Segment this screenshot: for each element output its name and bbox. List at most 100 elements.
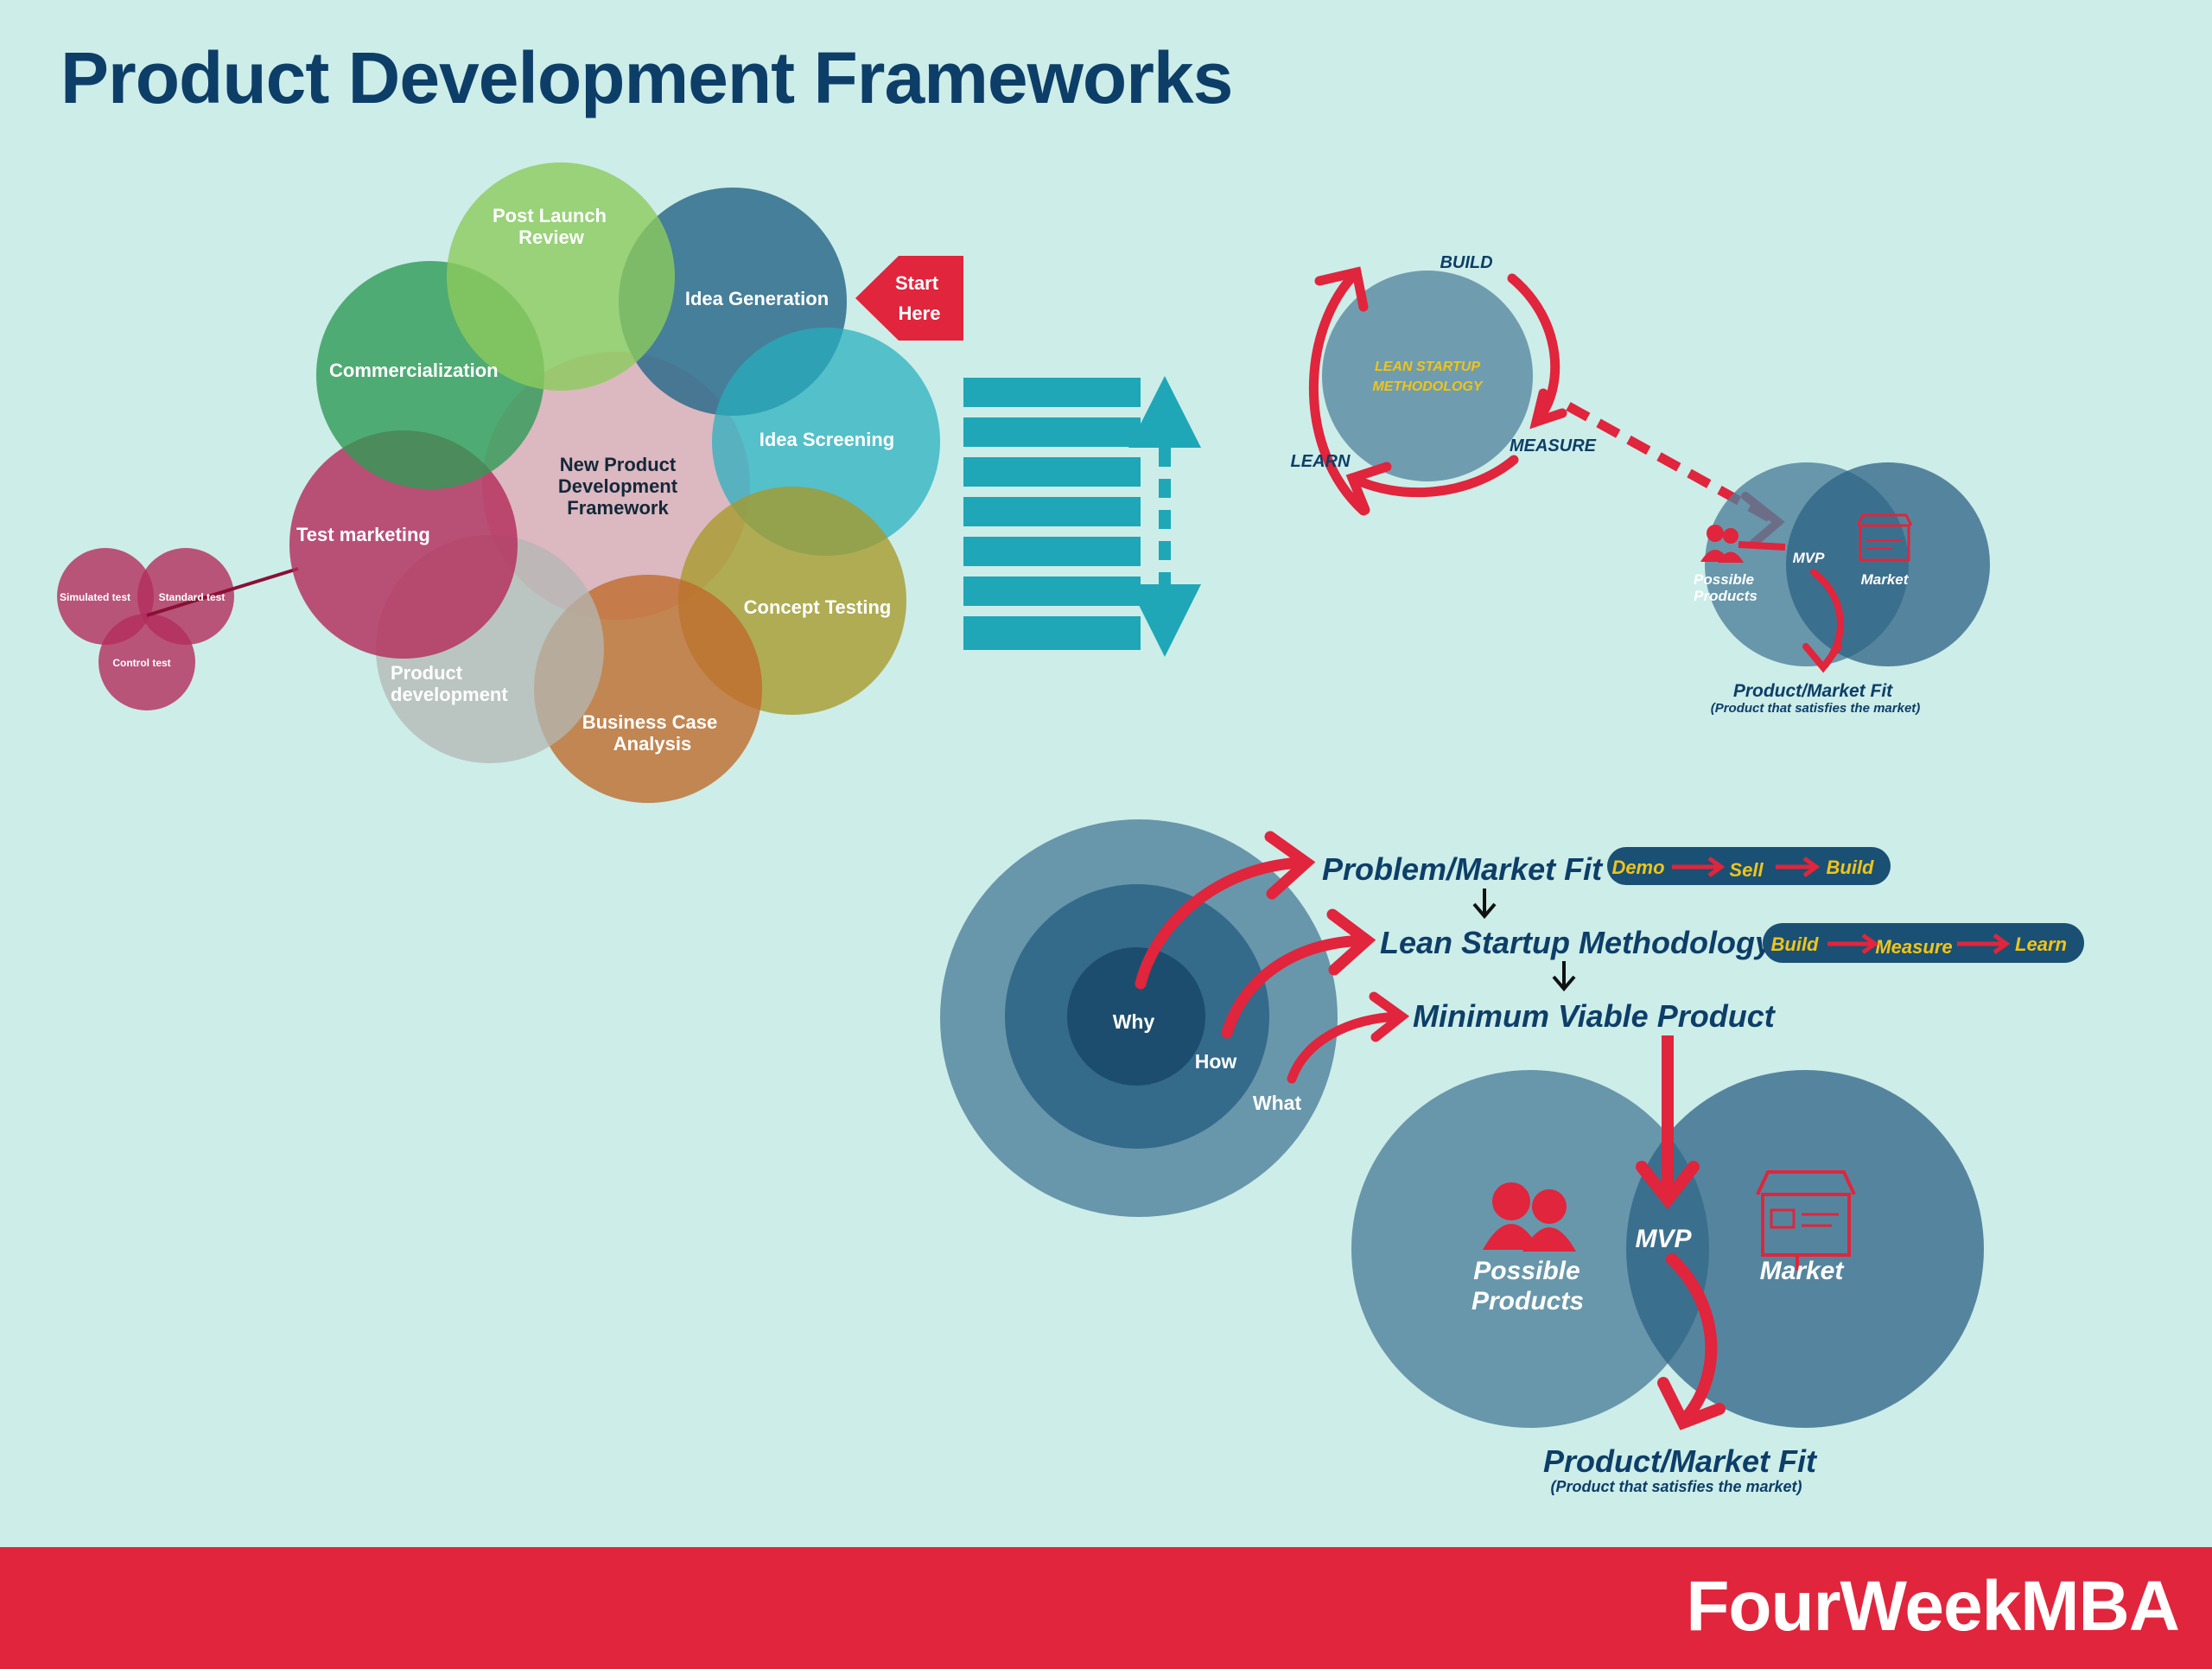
venn-small-fit-sub: (Product that satisfies the market)	[1711, 701, 1921, 716]
venn-small-left-label-2: Products	[1694, 588, 1758, 604]
up-arrow-icon	[1128, 376, 1201, 448]
cycle-arrowhead	[1345, 462, 1392, 515]
stage-circle-test-marketing	[289, 430, 518, 659]
down-arrow-icon	[1552, 961, 1576, 992]
level-lean-startup: Lean Startup Methodology	[1380, 925, 1774, 960]
lean-center-label-1: LEAN STARTUP	[1375, 360, 1480, 374]
how-arrow	[1221, 934, 1371, 1039]
mvp-down-arrowhead	[1636, 1161, 1700, 1210]
pill-item: Build	[1827, 857, 1875, 878]
golden-circle: Why How What	[940, 819, 1410, 1217]
cycle-arrowhead	[1529, 388, 1567, 430]
what-arrow	[1287, 1011, 1405, 1084]
down-arrow-icon	[1472, 889, 1497, 920]
stage-label: Commercialization	[329, 360, 499, 381]
venn-big: Possible Products MVP Market Product/Mar…	[1351, 1035, 1984, 1495]
pill-item: Learn	[2015, 933, 2067, 955]
venn-big-left-label-2: Products	[1471, 1287, 1584, 1315]
venn-big-mvp-label: MVP	[1635, 1225, 1692, 1253]
pill-demo-sell-build	[1607, 847, 1891, 885]
npd-framework: Simulated test Standard test Control tes…	[57, 162, 963, 803]
ladder-bar	[963, 378, 1141, 407]
test-type-label: Simulated test	[60, 591, 130, 603]
stage-label: Test marketing	[296, 524, 430, 545]
venn-big-fit-arrow	[1666, 1253, 1718, 1425]
pill-item: Build	[1771, 933, 1820, 955]
ladder-bar	[963, 417, 1141, 447]
ladder-bar	[963, 457, 1141, 487]
pill-arrow-icon	[1672, 856, 1726, 878]
pill-item: Demo	[1611, 857, 1664, 878]
cycle-step-label: LEARN	[1291, 452, 1351, 471]
pill-item: Sell	[1729, 859, 1764, 881]
cycle-arrow-build	[1507, 273, 1560, 424]
stage-label-post-launch-1: Post Launch	[493, 205, 607, 226]
cycle-step-label: BUILD	[1440, 253, 1492, 272]
stage-label-product-dev-1: Product	[391, 662, 463, 684]
venn-small: Possible Products MVP Market Product/Mar…	[1694, 462, 1990, 716]
venn-small-right-label: Market	[1861, 571, 1910, 588]
venn-small-pointer	[1738, 541, 1786, 551]
lean-center-label-2: METHODOLOGY	[1372, 379, 1483, 394]
pill-arrow-icon	[1776, 856, 1821, 878]
cycle-step-label: MEASURE	[1510, 436, 1597, 455]
ladder-bar	[963, 497, 1141, 526]
venn-small-fit-arrowhead	[1802, 643, 1842, 673]
lean-center-circle	[1322, 271, 1533, 481]
stage-label-product-dev-2: development	[391, 684, 508, 705]
test-type-circle	[99, 614, 195, 710]
venn-small-left-label-1: Possible	[1694, 571, 1754, 588]
stage-label: Concept Testing	[744, 596, 892, 618]
how-arrowhead	[1326, 908, 1376, 976]
what-arrowhead	[1369, 991, 1410, 1042]
venn-big-fit-label: Product/Market Fit	[1543, 1443, 1818, 1479]
stage-label: Idea Screening	[760, 429, 895, 450]
ladder-bar	[963, 621, 1141, 650]
ladder-bar	[963, 537, 1141, 566]
pill-arrow-icon	[1827, 933, 1879, 955]
why-core	[1067, 947, 1205, 1086]
footer-bar	[0, 1547, 2212, 1669]
start-here-label-1: Start	[895, 272, 939, 294]
pill-build-measure-learn	[1763, 923, 2084, 963]
ladder-bar	[963, 577, 1141, 606]
why-label: Why	[1113, 1010, 1155, 1033]
pill-item: Measure	[1875, 936, 1952, 958]
npd-center-label-2: Development	[558, 475, 678, 497]
npd-center-label-3: Framework	[567, 497, 669, 519]
level-mvp: Minimum Viable Product	[1413, 998, 1777, 1034]
how-label: How	[1195, 1050, 1237, 1073]
stage-label: Idea Generation	[685, 288, 829, 309]
abstraction-ladder	[963, 376, 1201, 657]
venn-big-left-label-1: Possible	[1473, 1257, 1580, 1285]
stage-label-post-launch-2: Review	[518, 226, 585, 248]
why-arrowhead	[1264, 831, 1316, 900]
stage-label-business-1: Business Case	[582, 711, 718, 733]
lean-cycle: LEAN STARTUP METHODOLOGY BUILD MEASURE L…	[1291, 253, 1785, 547]
start-here-tag	[855, 256, 963, 341]
people-icon	[1700, 525, 1744, 563]
npd-center-label-1: New Product	[560, 454, 677, 475]
venn-small-mvp-label: MVP	[1793, 550, 1826, 566]
start-here-label-2: Here	[899, 303, 941, 324]
test-type-label: Control test	[112, 657, 170, 669]
test-connector-line	[146, 567, 299, 617]
page-title: Product Development Frameworks	[60, 37, 1233, 118]
storefront-icon	[1856, 513, 1913, 562]
test-types-cluster: Simulated test Standard test Control tes…	[57, 548, 299, 710]
venn-big-fit-sub: (Product that satisfies the market)	[1550, 1478, 1802, 1495]
cycle-arrow-measure	[1347, 455, 1519, 498]
storefront-icon	[1756, 1170, 1856, 1271]
what-label: What	[1253, 1092, 1302, 1114]
hierarchy-list: Problem/Market Fit Lean Startup Methodol…	[1322, 847, 2084, 1034]
people-icon	[1483, 1182, 1576, 1252]
cycle-arrow-learn	[1308, 267, 1369, 516]
venn-small-fit-label: Product/Market Fit	[1733, 681, 1893, 701]
down-arrow-icon	[1128, 584, 1201, 657]
pill-arrow-icon	[1957, 933, 2011, 955]
venn-big-right-label: Market	[1760, 1257, 1846, 1285]
stage-label-business-2: Analysis	[613, 733, 692, 755]
test-type-label: Standard test	[159, 591, 226, 603]
venn-big-fit-arrowhead	[1657, 1377, 1726, 1430]
brand-logo: FourWeekMBA	[1686, 1567, 2180, 1646]
